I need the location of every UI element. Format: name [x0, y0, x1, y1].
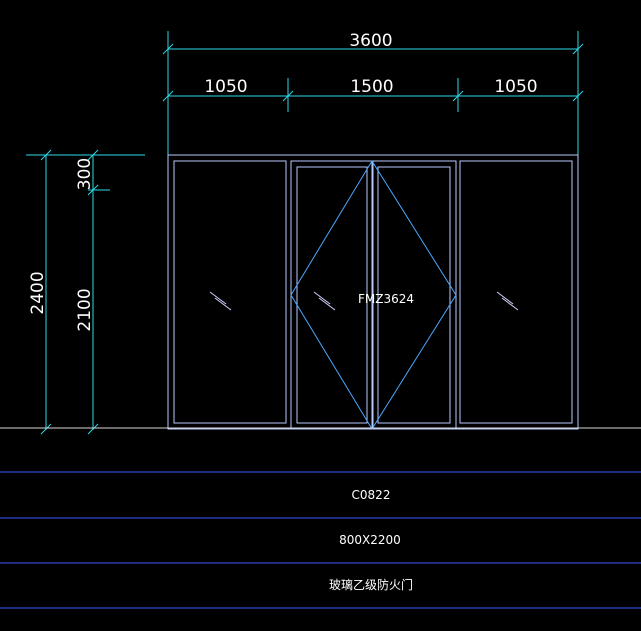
dim-transom-height: 300 — [75, 158, 95, 190]
table-cell-door-size: 800X2200 — [339, 533, 401, 547]
door-swing-lines — [290, 160, 457, 430]
dim-total-width: 3600 — [349, 31, 392, 51]
left-door-leaf-inner — [296, 166, 368, 424]
vertical-dimensions — [26, 149, 145, 435]
glass-hatch-marks — [209, 291, 519, 311]
dim-center-width: 1500 — [350, 77, 393, 97]
dim-right-panel-width: 1050 — [494, 77, 537, 97]
table-cell-door-type: 玻璃乙级防火门 — [329, 577, 413, 592]
door-label: FMZ3624 — [358, 292, 414, 306]
right-glass-panel — [459, 160, 573, 424]
dim-total-height: 2400 — [28, 271, 48, 314]
left-glass-panel — [173, 160, 287, 424]
dim-left-panel-width: 1050 — [204, 77, 247, 97]
schedule-table-lines — [0, 471, 641, 609]
horizontal-dimensions — [162, 31, 584, 157]
door-frame — [167, 154, 579, 430]
dim-door-height: 2100 — [75, 288, 95, 331]
table-cell-door-code: C0822 — [352, 488, 391, 502]
right-door-leaf-inner — [377, 166, 451, 424]
